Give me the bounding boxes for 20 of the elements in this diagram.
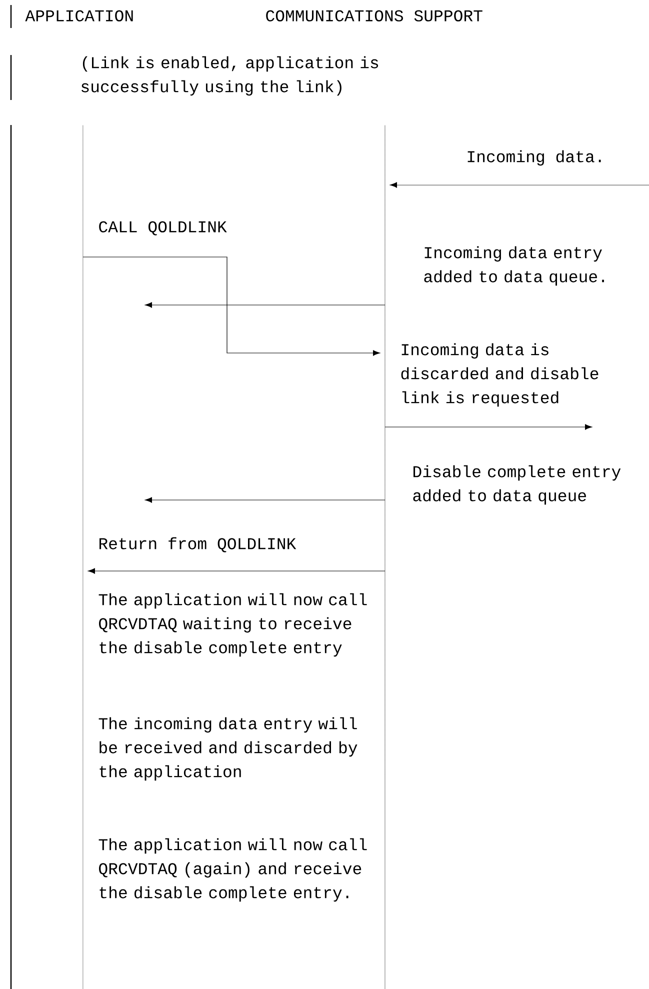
note-text: The application will now call QRCVDTAQ waiting to receive the disable complete entry	[98, 593, 367, 657]
edge-label: Incoming data entry added to data queue.	[424, 246, 604, 286]
arrow	[82, 256, 380, 356]
edge-label: CALL QOLDLINK	[99, 221, 227, 236]
column-heading: COMMUNICATIONS SUPPORT	[266, 10, 482, 22]
note-text: (Link is enabled, application is successfully using the link)	[82, 56, 378, 96]
arrow	[144, 302, 386, 308]
arrow	[144, 497, 386, 503]
lifeline	[82, 125, 84, 989]
note-text: The application will now call QRCVDTAQ (again) and receive the disable complete entry.	[98, 838, 367, 902]
arrow	[88, 568, 386, 574]
note-text: The incoming data entry will be received and discarded by the application	[98, 717, 358, 781]
column-heading: APPLICATION	[25, 10, 133, 22]
arrow	[390, 182, 649, 188]
lifeline	[384, 125, 386, 989]
edge-label: Return from QOLDLINK	[100, 537, 296, 552]
arrow	[384, 424, 592, 430]
edge-label: Disable complete entry added to data queue	[413, 465, 621, 505]
edge-label: Incoming data is discarded and disable link is requested	[401, 343, 598, 407]
edge-label: Incoming data.	[468, 150, 601, 166]
